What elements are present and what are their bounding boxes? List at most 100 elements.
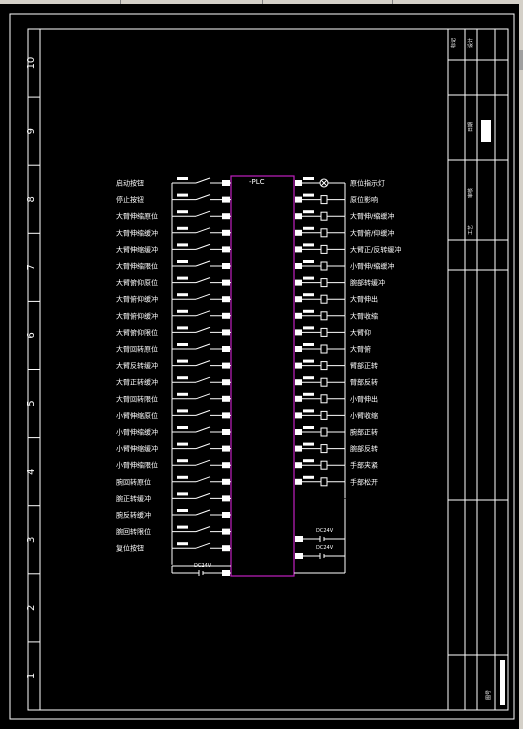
input-terminal [222, 229, 230, 236]
relay-coil [320, 394, 328, 404]
input-terminal-tag [177, 542, 188, 546]
input-terminal-tag [177, 459, 188, 463]
input-terminal [222, 246, 230, 253]
input-terminal [222, 213, 230, 220]
input-terminal-tag [177, 293, 188, 297]
output-row: 手部夹紧 [295, 459, 378, 482]
input-row: 小臂伸缩缓冲 [116, 442, 231, 466]
input-terminal [222, 362, 230, 369]
relay-coil [320, 311, 328, 321]
output-row: 大臂俯 [295, 343, 371, 366]
zone-number: 6 [26, 332, 37, 338]
relay-coil [320, 427, 328, 437]
input-terminal [222, 312, 230, 319]
output-terminal-tag [303, 293, 314, 297]
output-row: 小臂收缩 [295, 409, 378, 432]
input-row: 大臂回转原位 [116, 343, 231, 366]
input-terminal-tag [177, 260, 188, 263]
input-terminal-tag [177, 376, 188, 380]
output-label: 臂部反转 [350, 378, 378, 387]
title-block [447, 28, 509, 711]
output-row: 大臂正/反转缓冲 [295, 243, 401, 266]
input-label: 小臂伸缩原位 [116, 411, 158, 420]
output-row: 臂部反转 [295, 376, 378, 399]
output-terminal-tag [303, 193, 314, 197]
input-row: 大臂正转缓冲 [116, 376, 231, 399]
input-terminal [222, 512, 230, 518]
input-terminal-tag [177, 442, 188, 446]
zone-number: 3 [26, 537, 37, 543]
switch-contact [195, 177, 211, 184]
zone-number: 5 [26, 400, 37, 406]
output-terminal-tag [303, 426, 314, 429]
switch-contact [195, 326, 211, 333]
input-terminal [222, 462, 230, 469]
switch-contact [195, 293, 211, 300]
input-row: 腕回转限位 [116, 525, 231, 549]
input-terminal-tag [177, 509, 188, 512]
plc-title: -PLC [249, 178, 265, 186]
output-terminal-tag [303, 326, 314, 330]
switch-contact [195, 393, 211, 400]
output-terminal-tag [303, 276, 314, 280]
switch-contact [195, 360, 211, 367]
toolbar-divider [120, 0, 121, 4]
input-label: 腕反转缓冲 [116, 511, 151, 520]
input-label: 停止按钮 [116, 195, 144, 204]
input-terminal-tag [177, 243, 188, 247]
output-row: 腕部反转 [295, 442, 378, 466]
relay-coil [320, 377, 328, 387]
input-label: 复位按钮 [116, 544, 144, 553]
input-terminal-tag [177, 177, 188, 180]
relay-coil [320, 278, 328, 288]
input-row: 停止按钮 [116, 193, 231, 217]
input-label: 大臂伸缩缓冲 [116, 228, 158, 237]
output-terminal [295, 379, 302, 386]
scrollbar-thumb[interactable] [519, 50, 523, 70]
switch-contact [195, 210, 211, 217]
output-terminal-tag [303, 475, 314, 479]
switch-contact [195, 227, 211, 234]
input-label: 大臂伸缩原位 [116, 212, 158, 221]
vertical-scrollbar[interactable] [519, 0, 523, 729]
relay-coil [320, 410, 328, 420]
zone-number: 4 [26, 468, 37, 474]
drawing-frame [9, 13, 515, 720]
output-label: 大臂俯/仰缓冲 [350, 228, 394, 237]
input-terminal [222, 180, 230, 186]
output-label: 大臂伸出 [350, 295, 378, 304]
output-terminal-tag [303, 392, 314, 396]
toolbar-divider [392, 0, 393, 4]
zone-number: 7 [26, 264, 37, 270]
switch-contact [195, 476, 211, 483]
title-cell-craft: 工艺 [468, 225, 474, 235]
output-terminal [295, 462, 302, 469]
relay-coil [320, 294, 328, 304]
relay-coil [320, 211, 328, 221]
input-label: 腕回转限位 [116, 527, 151, 536]
input-row: 大臂回转限位 [116, 392, 231, 416]
relay-coil [320, 228, 328, 238]
input-terminal [222, 395, 230, 402]
input-terminal [222, 329, 230, 336]
zone-number: 9 [26, 128, 37, 134]
output-terminal [295, 246, 302, 253]
switch-contact [195, 343, 211, 350]
switch-contact [195, 409, 211, 416]
output-terminal [295, 180, 302, 186]
input-label: 大臂俯仰缓冲 [116, 295, 158, 304]
title-block-mark [481, 120, 491, 142]
output-label: 大臂收缩 [350, 311, 378, 320]
switch-contact [195, 260, 211, 267]
input-label: 大臂伸缩缓冲 [116, 245, 158, 254]
output-terminal [295, 229, 302, 236]
output-row: 手部松开 [295, 475, 378, 499]
input-terminal-tag [177, 226, 188, 230]
output-label: 大臂正/反转缓冲 [350, 245, 401, 254]
dc-supply: DC24V [295, 545, 345, 559]
input-row: 大臂伸缩原位 [116, 210, 231, 233]
window-top-bar [0, 0, 523, 4]
input-label: 小臂伸缩缓冲 [116, 444, 158, 453]
input-terminal-tag [177, 492, 188, 496]
relay-coil [320, 261, 328, 271]
